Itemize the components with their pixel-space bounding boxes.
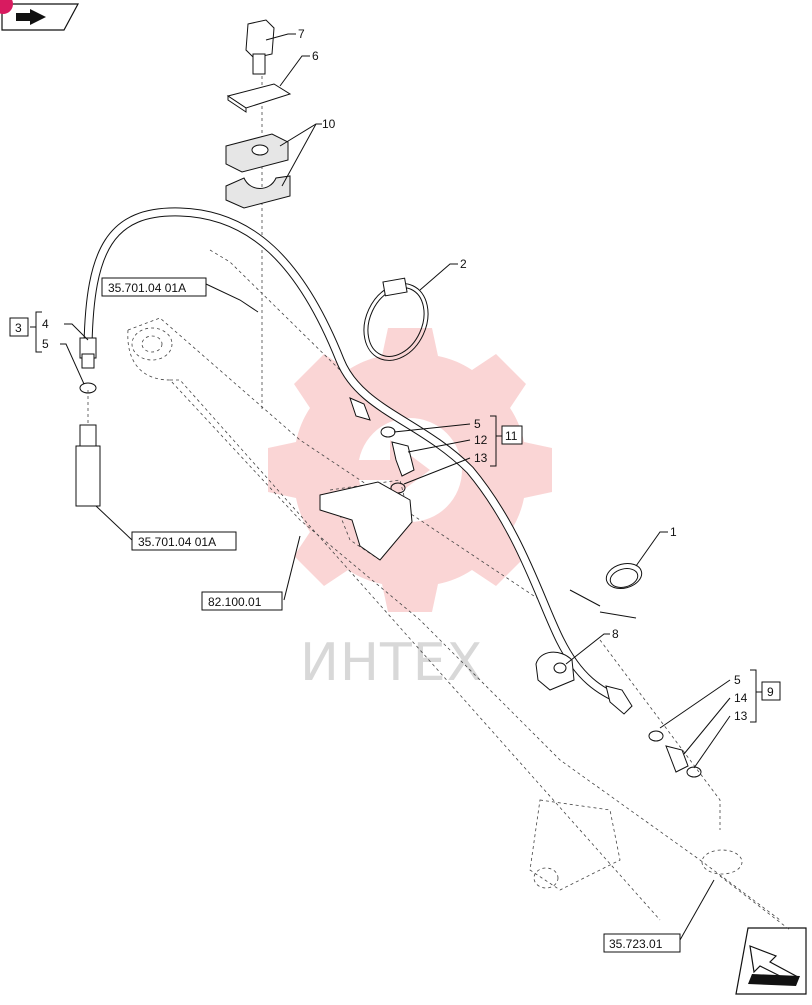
hose-fitting-lower [605,685,633,715]
callout-1: 1 [670,525,677,539]
boom-outline [87,40,791,931]
nav-next-icon[interactable] [735,927,807,995]
callout-13-lower: 13 [734,709,748,723]
reference-box-4[interactable]: 35.723.01 [603,933,681,953]
hydraulic-hose [83,207,623,705]
callout-4: 4 [42,317,49,331]
nav-previous-icon[interactable] [0,0,80,31]
seal-ring-13-lower [686,766,702,778]
reference-box-3[interactable]: 82.100.01 [201,591,283,611]
callout-2: 2 [460,257,467,271]
callout-box-9[interactable] [761,681,781,701]
reference-box-1[interactable]: 35.701.04 01A [101,277,207,297]
callout-box-3[interactable] [9,317,29,337]
adapter-fitting-14 [665,745,689,773]
callout-10: 10 [322,117,336,131]
callout-11: 11 [505,429,518,443]
leader-lines [60,33,731,941]
clamp-halves-10 [225,133,291,209]
watermark-text: ИНТЕХ [300,633,483,693]
callout-3: 3 [15,321,22,335]
hose-guide-8 [535,589,637,691]
group-bracket-lower [750,669,762,723]
elbow-fitting-12 [391,441,415,477]
group-bracket-middle [490,415,502,467]
bolt-7 [245,19,275,75]
callout-13-middle: 13 [474,451,488,465]
hose-clamp-2 [363,277,429,361]
callout-6: 6 [312,49,319,63]
callout-9: 9 [767,685,774,699]
washer-plate-6 [226,83,292,113]
callout-box-11[interactable] [501,425,523,445]
reference-box-2[interactable]: 35.701.04 01A [131,531,237,551]
callout-5-lower: 5 [734,673,741,687]
callout-5-middle: 5 [474,417,481,431]
callout-14: 14 [734,691,748,705]
reference-label-4: 35.723.01 [609,937,663,951]
hose-clamp-1 [605,563,643,589]
seal-ring-5-left [79,382,97,394]
pipe-fitting-left [75,424,101,507]
hose-fitting-middle [349,397,371,421]
callout-8: 8 [612,627,619,641]
hose-fitting-left [79,337,97,369]
callout-12: 12 [474,433,488,447]
group-bracket-left [30,311,42,353]
reference-label-1: 35.701.04 01A [108,281,186,295]
bracket [319,481,413,561]
reference-label-3: 82.100.01 [208,595,262,609]
callout-7: 7 [298,27,305,41]
reference-label-2: 35.701.04 01A [138,535,216,549]
seal-ring-5-lower [648,730,664,742]
callout-5-left: 5 [42,337,49,351]
